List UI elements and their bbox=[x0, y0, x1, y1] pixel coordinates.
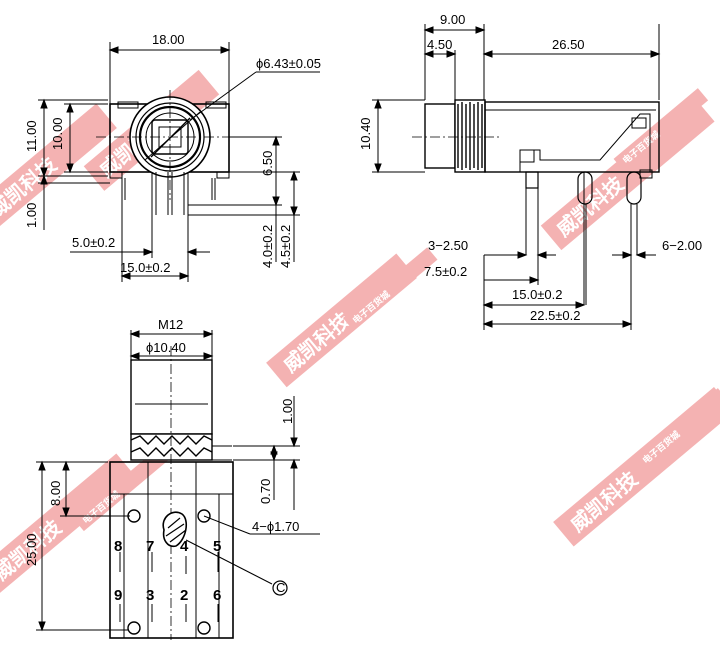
bottom-body bbox=[109, 461, 234, 639]
bottom-nose bbox=[130, 359, 213, 435]
dim-pin-b: 6−2.00 bbox=[662, 238, 702, 253]
callout-label: C bbox=[276, 580, 285, 595]
dim-flange: 1.00 bbox=[280, 399, 295, 424]
watermark-band-small bbox=[342, 247, 438, 331]
dim-pitch-a: 5.0±0.2 bbox=[72, 235, 115, 250]
pin-number: 9 bbox=[114, 587, 122, 604]
dim-front: 4.50 bbox=[427, 37, 452, 52]
side-front-nose bbox=[424, 103, 456, 169]
dim-height-outer: 11.00 bbox=[24, 120, 39, 152]
bottom-thread bbox=[130, 433, 213, 461]
dim-pin-a: 3−2.50 bbox=[428, 238, 468, 253]
dim-side-height: 10.40 bbox=[358, 117, 373, 150]
pin-number: 2 bbox=[180, 587, 188, 604]
dim-depth: 8.00 bbox=[48, 481, 63, 506]
pin-number: 5 bbox=[213, 538, 221, 555]
dim-body: 26.50 bbox=[552, 37, 585, 52]
dim-pin-offset: 6.50 bbox=[260, 151, 275, 176]
watermark-text: 威凯科技 bbox=[566, 466, 643, 536]
dim-span-a: 7.5±0.2 bbox=[424, 264, 467, 279]
watermark-band-small bbox=[73, 448, 169, 532]
watermark-band bbox=[0, 453, 137, 594]
mount-hole bbox=[127, 621, 141, 635]
dim-pitch-b: 15.0±0.2 bbox=[120, 260, 171, 275]
dim-holes: 4−ϕ1.70 bbox=[252, 519, 299, 534]
dim-overall: 9.00 bbox=[440, 12, 465, 27]
dim-pin-length: 1.00 bbox=[24, 203, 39, 228]
bottom-view bbox=[36, 330, 320, 640]
dim-bottom-diameter: ϕ10.40 bbox=[146, 340, 186, 355]
watermark-text: 威凯科技 bbox=[552, 171, 629, 241]
dim-width: 18.00 bbox=[152, 32, 185, 47]
mount-hole bbox=[197, 509, 211, 523]
mount-hole bbox=[197, 621, 211, 635]
side-view bbox=[372, 24, 661, 330]
pin-number: 4 bbox=[180, 538, 189, 555]
dim-span-c: 22.5±0.2 bbox=[530, 308, 581, 323]
watermark-band bbox=[266, 253, 417, 388]
watermark-band bbox=[0, 103, 117, 231]
dim-diameter: ϕ6.43±0.05 bbox=[256, 56, 321, 71]
watermark-band-small bbox=[633, 388, 720, 472]
dim-lead-b: 4.5±0.2 bbox=[278, 225, 293, 268]
pin-number: 3 bbox=[146, 587, 154, 604]
pin-number: 6 bbox=[213, 587, 221, 604]
dim-length: 25.00 bbox=[24, 533, 39, 566]
pin-number: 8 bbox=[114, 538, 122, 555]
watermark-band-small bbox=[613, 88, 709, 172]
front-view bbox=[38, 42, 320, 282]
callout-circle bbox=[272, 580, 288, 596]
dim-span-b: 15.0±0.2 bbox=[512, 287, 563, 302]
dim-thread: M12 bbox=[158, 317, 183, 332]
dim-height-inner: 10.00 bbox=[50, 117, 65, 150]
pin-number: 7 bbox=[146, 538, 154, 555]
dim-gap: 0.70 bbox=[258, 479, 273, 504]
dim-lead-a: 4.0±0.2 bbox=[260, 225, 275, 268]
